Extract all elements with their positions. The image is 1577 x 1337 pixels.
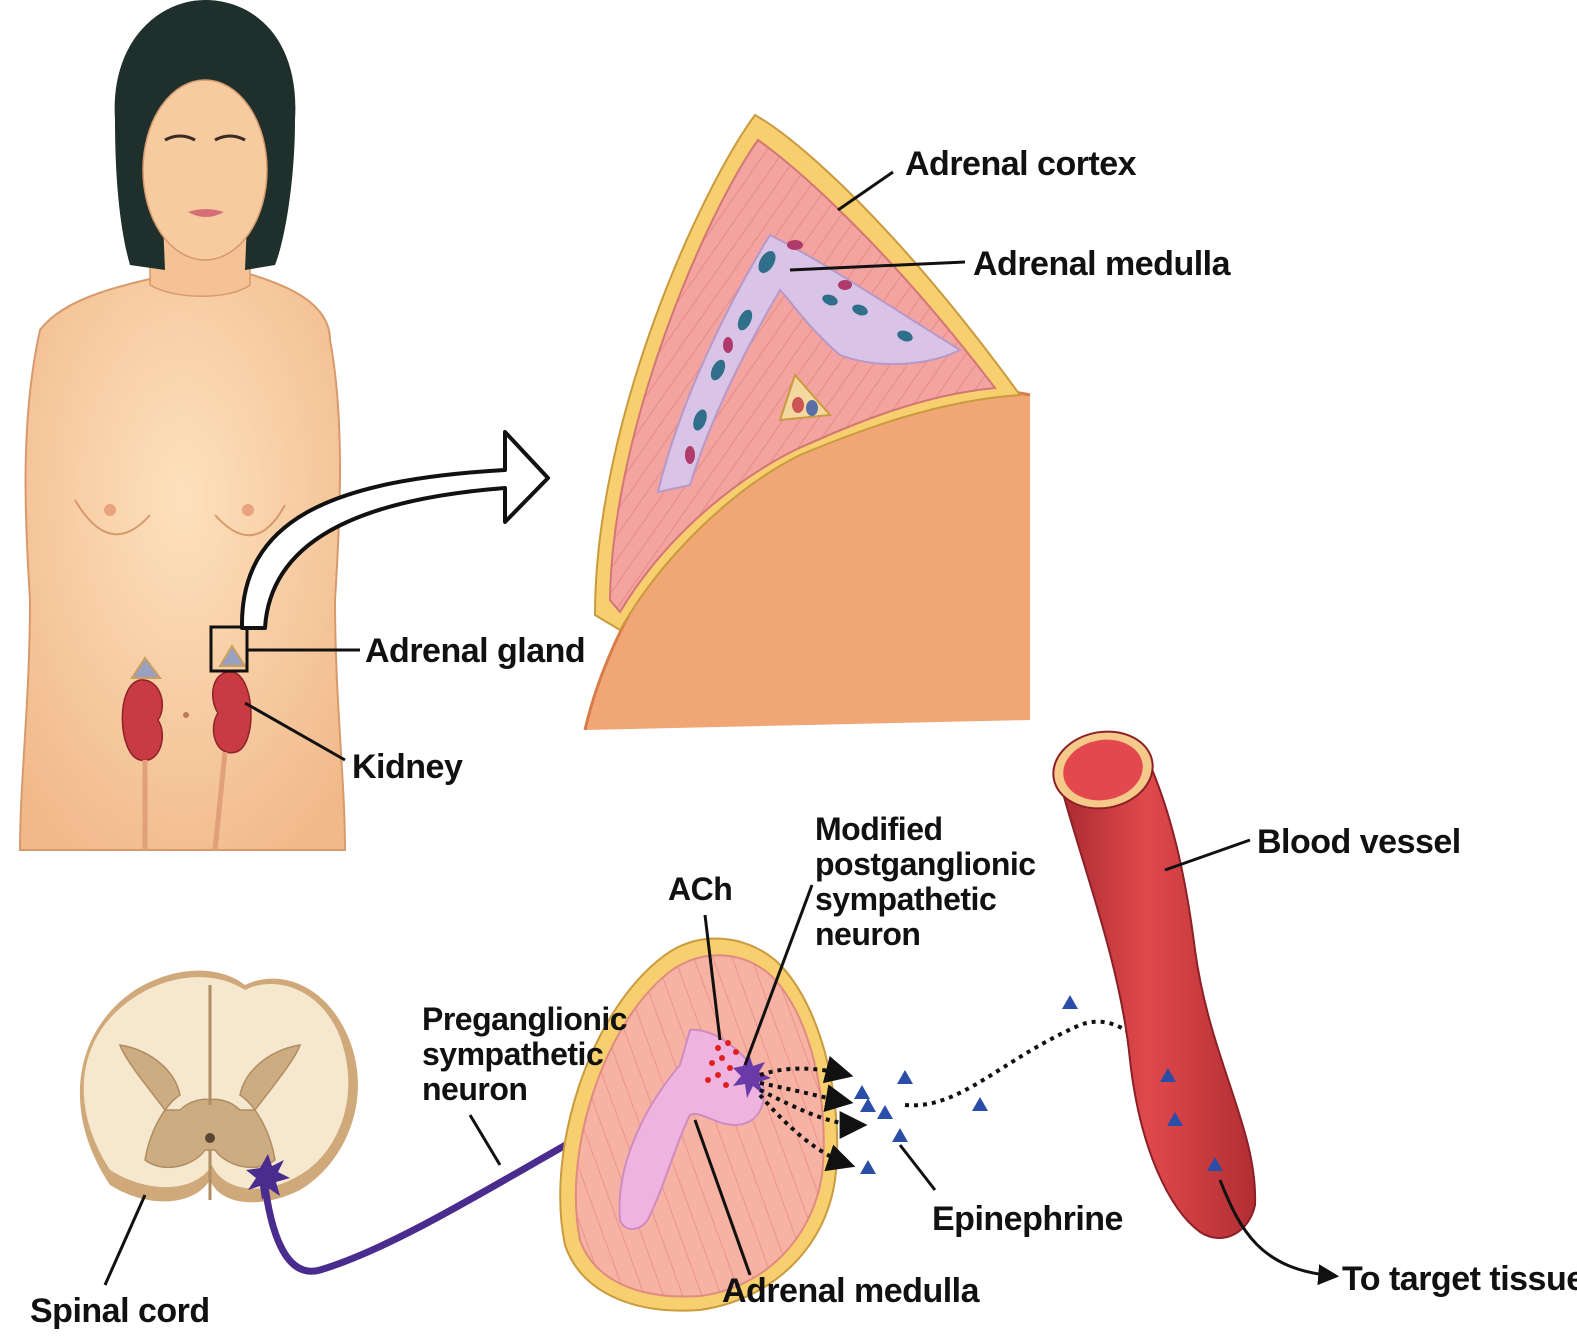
blood-vessel	[1047, 724, 1255, 1238]
cell	[792, 397, 804, 413]
label-adrenal-gland: Adrenal gland	[365, 632, 585, 670]
face	[143, 80, 267, 260]
adrenal-cross-section	[585, 115, 1030, 730]
label-epinephrine: Epinephrine	[932, 1200, 1123, 1238]
label-to-target-tissues: To target tissues	[1342, 1260, 1577, 1298]
label-spinal-cord: Spinal cord	[30, 1292, 210, 1330]
label-adrenal-cortex: Adrenal cortex	[905, 145, 1137, 183]
label-kidney: Kidney	[352, 748, 463, 786]
spinal-cord-white	[84, 977, 349, 1189]
blood-vessel-body	[1058, 760, 1255, 1238]
female-figure	[20, 0, 345, 850]
kidney-right	[213, 672, 251, 753]
adrenal-gland-section	[560, 939, 837, 1311]
cell	[806, 400, 818, 416]
kidney-left	[122, 680, 162, 761]
label-ach: ACh	[668, 871, 732, 907]
label-blood-vessel: Blood vessel	[1257, 823, 1461, 861]
label-adrenal-medulla-bottom: Adrenal medulla	[722, 1272, 981, 1310]
label-adrenal-medulla-top: Adrenal medulla	[973, 245, 1232, 283]
label-modified-neuron: Modified postganglionic sympathetic neur…	[815, 811, 1044, 952]
spinal-cord	[80, 971, 358, 1203]
navel	[183, 712, 189, 718]
nipple-right	[242, 504, 254, 516]
nipple-left	[104, 504, 116, 516]
central-canal	[205, 1133, 215, 1143]
